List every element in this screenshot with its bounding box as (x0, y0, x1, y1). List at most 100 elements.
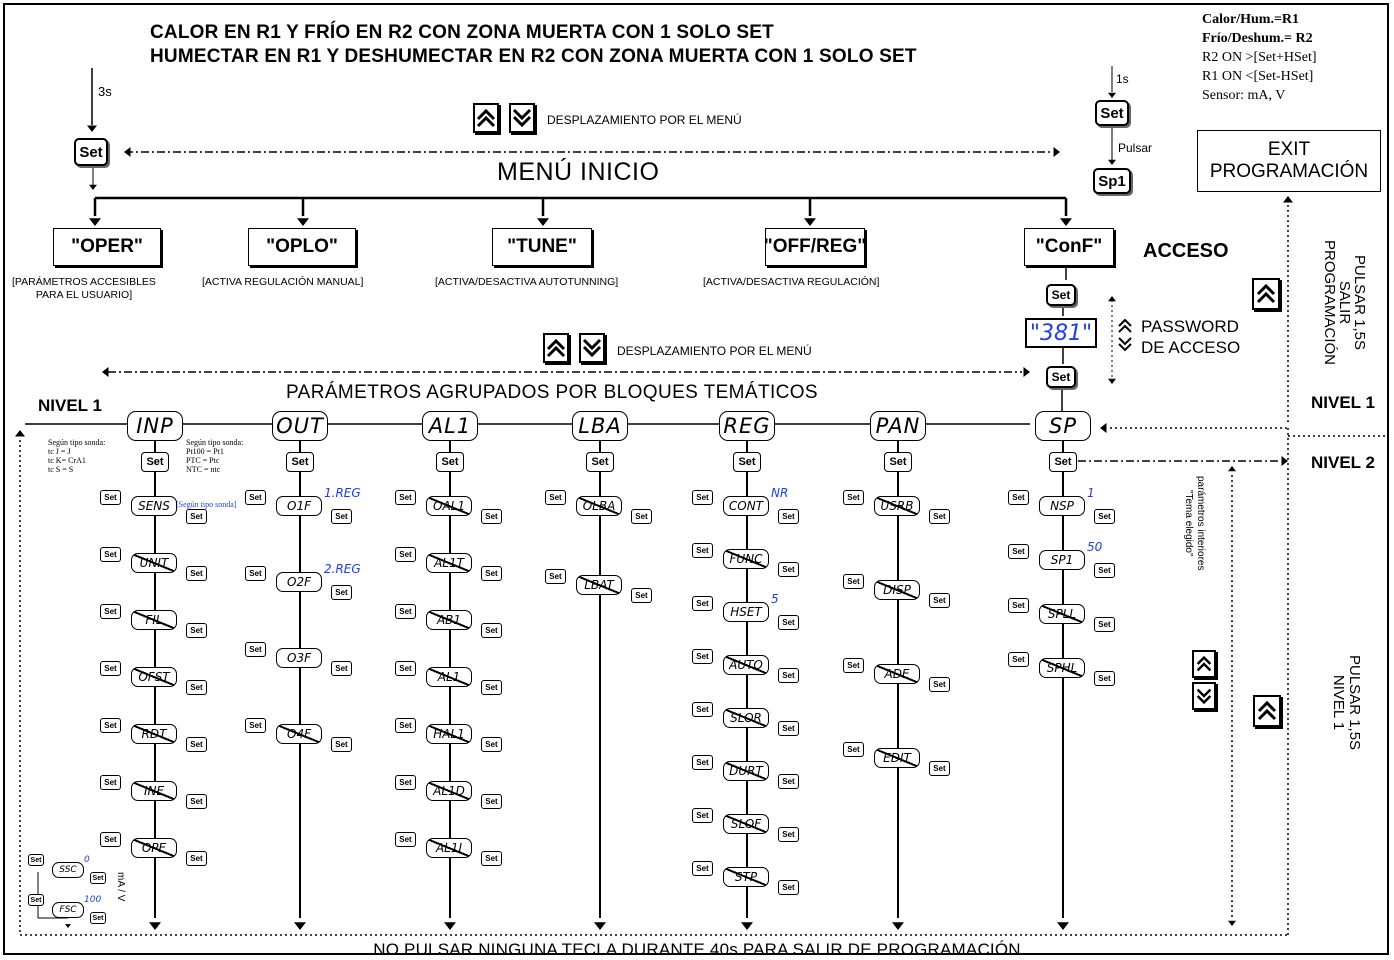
set-key-conf[interactable]: Set (1046, 284, 1076, 306)
block-set-key[interactable]: Set (586, 452, 614, 472)
param-set-key[interactable]: Set (843, 490, 864, 505)
param-fsc[interactable]: FSC (52, 902, 84, 918)
menu-tune[interactable]: "TUNE" (492, 228, 592, 266)
param-sens[interactable]: SENS (131, 496, 177, 516)
param-set-key[interactable]: Set (28, 894, 44, 906)
param-set-key[interactable]: Set (100, 832, 121, 847)
param-set-key[interactable]: Set (395, 832, 416, 847)
param-set-key[interactable]: Set (778, 509, 799, 524)
param-set-key[interactable]: Set (100, 661, 121, 676)
param-set-key[interactable]: Set (778, 774, 799, 789)
param-olba[interactable]: OLBA (576, 496, 622, 516)
param-ine[interactable]: INE (131, 781, 177, 801)
param-set-key[interactable]: Set (331, 509, 352, 524)
param-set-key[interactable]: Set (245, 566, 266, 581)
param-hset[interactable]: HSET (723, 602, 769, 622)
block-pan[interactable]: PAN (870, 411, 926, 441)
param-lbat[interactable]: LBAT (576, 575, 622, 595)
menu-oper[interactable]: "OPER" (53, 228, 161, 266)
param-edit[interactable]: EDIT (874, 748, 920, 768)
block-set-key[interactable]: Set (286, 452, 314, 472)
param-set-key[interactable]: Set (100, 547, 121, 562)
param-set-key[interactable]: Set (245, 642, 266, 657)
param-set-key[interactable]: Set (1008, 490, 1029, 505)
param-set-key[interactable]: Set (692, 755, 713, 770)
param-sp1[interactable]: SP1 (1039, 550, 1085, 570)
param-set-key[interactable]: Set (395, 604, 416, 619)
set-key-enter[interactable]: Set (74, 138, 108, 166)
param-set-key[interactable]: Set (692, 702, 713, 717)
block-set-key[interactable]: Set (733, 452, 761, 472)
param-set-key[interactable]: Set (186, 680, 207, 695)
param-fil[interactable]: FIL (131, 610, 177, 630)
param-set-key[interactable]: Set (331, 585, 352, 600)
param-set-key[interactable]: Set (778, 668, 799, 683)
param-set-key[interactable]: Set (692, 861, 713, 876)
param-cont[interactable]: CONT (723, 496, 769, 516)
param-set-key[interactable]: Set (778, 615, 799, 630)
param-disp[interactable]: DISP (874, 580, 920, 600)
param-set-key[interactable]: Set (929, 761, 950, 776)
block-set-key[interactable]: Set (884, 452, 912, 472)
param-ssc[interactable]: SSC (52, 862, 84, 878)
param-set-key[interactable]: Set (843, 574, 864, 589)
param-set-key[interactable]: Set (1094, 671, 1115, 686)
param-set-key[interactable]: Set (100, 604, 121, 619)
param-set-key[interactable]: Set (186, 509, 207, 524)
param-set-key[interactable]: Set (395, 718, 416, 733)
param-set-key[interactable]: Set (1094, 509, 1115, 524)
set-key-password[interactable]: Set (1046, 366, 1076, 388)
block-set-key[interactable]: Set (141, 452, 169, 472)
param-set-key[interactable]: Set (778, 721, 799, 736)
param-nsp[interactable]: NSP (1039, 496, 1085, 516)
param-rdt[interactable]: RDT (131, 724, 177, 744)
param-set-key[interactable]: Set (692, 543, 713, 558)
param-set-key[interactable]: Set (100, 490, 121, 505)
param-ab1[interactable]: AB1 (426, 610, 472, 630)
param-set-key[interactable]: Set (631, 588, 652, 603)
set-key-right[interactable]: Set (1095, 100, 1129, 126)
sp1-key[interactable]: Sp1 (1093, 168, 1131, 194)
param-set-key[interactable]: Set (331, 661, 352, 676)
param-stp[interactable]: STP (723, 867, 769, 887)
scroll-up-button-2[interactable] (543, 333, 569, 363)
param-set-key[interactable]: Set (778, 562, 799, 577)
param-set-key[interactable]: Set (692, 808, 713, 823)
param-durt[interactable]: DURT (723, 761, 769, 781)
param-auto[interactable]: AUTO (723, 655, 769, 675)
block-al1[interactable]: AL1 (422, 411, 478, 441)
menu-conf[interactable]: "ConF" (1024, 228, 1114, 266)
param-set-key[interactable]: Set (395, 547, 416, 562)
param-set-key[interactable]: Set (481, 509, 502, 524)
interior-down-button[interactable] (1192, 682, 1216, 710)
param-al1d[interactable]: AL1D (426, 781, 472, 801)
param-al1[interactable]: AL1 (426, 667, 472, 687)
param-set-key[interactable]: Set (186, 851, 207, 866)
param-set-key[interactable]: Set (245, 490, 266, 505)
param-set-key[interactable]: Set (545, 569, 566, 584)
param-set-key[interactable]: Set (1008, 544, 1029, 559)
param-set-key[interactable]: Set (90, 912, 106, 924)
exit-up-button-1[interactable] (1252, 278, 1280, 310)
param-set-key[interactable]: Set (929, 509, 950, 524)
param-set-key[interactable]: Set (631, 509, 652, 524)
param-ade[interactable]: ADE (874, 664, 920, 684)
param-set-key[interactable]: Set (481, 680, 502, 695)
param-set-key[interactable]: Set (395, 775, 416, 790)
param-set-key[interactable]: Set (778, 880, 799, 895)
param-set-key[interactable]: Set (395, 490, 416, 505)
param-set-key[interactable]: Set (1094, 563, 1115, 578)
param-set-key[interactable]: Set (481, 794, 502, 809)
param-al1t[interactable]: AL1T (426, 553, 472, 573)
param-set-key[interactable]: Set (929, 677, 950, 692)
scroll-down-button-1[interactable] (509, 103, 535, 133)
param-set-key[interactable]: Set (843, 658, 864, 673)
param-al1i[interactable]: AL1I (426, 838, 472, 858)
param-set-key[interactable]: Set (186, 623, 207, 638)
param-set-key[interactable]: Set (100, 718, 121, 733)
param-set-key[interactable]: Set (481, 737, 502, 752)
param-set-key[interactable]: Set (245, 718, 266, 733)
param-set-key[interactable]: Set (186, 566, 207, 581)
param-set-key[interactable]: Set (100, 775, 121, 790)
block-sp[interactable]: SP (1035, 411, 1091, 441)
